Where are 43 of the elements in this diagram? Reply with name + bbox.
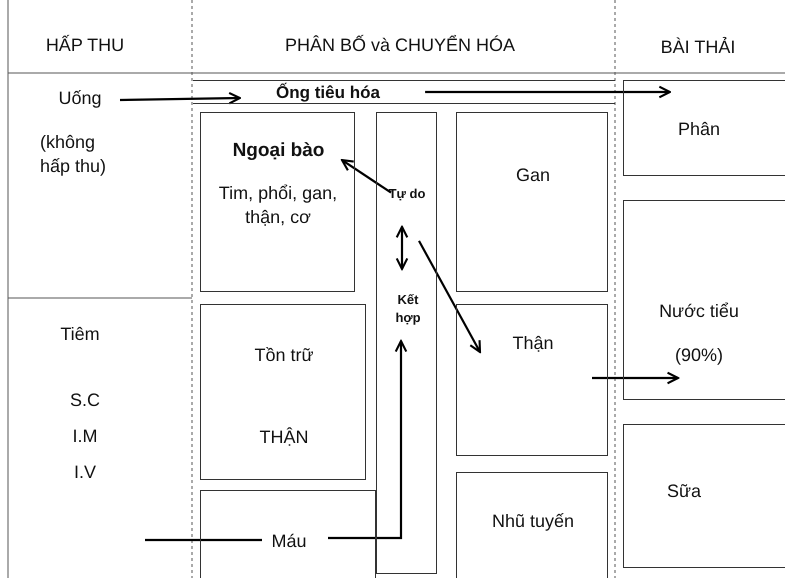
box-title: Phân [676,118,722,141]
arrow [418,240,482,354]
box-title: Thận [511,332,555,355]
column-header: PHÂN BỐ và CHUYỂN HÓA [284,34,516,57]
organ-box [456,472,608,578]
route-code: I.M [72,425,98,448]
route-label: Tiêm [59,323,101,346]
box-text: Tim, phổi, gan, thận, cơ [218,182,338,229]
organ-box [456,112,608,292]
compartment-box [200,490,376,578]
state-label: Tự do [387,185,427,223]
state-label: Kết hợp [385,291,431,329]
excretion-box [623,80,785,176]
arrow [592,372,680,384]
box-title: Máu [270,530,308,553]
compartment-box [200,112,355,292]
column-header: BÀI THẢI [660,36,736,59]
state-column [376,112,437,574]
route-label: Uống [40,86,120,114]
excretion-box [623,200,785,400]
arrow [340,159,392,194]
box-title: Ống tiêu hóa [275,82,381,104]
arrow [396,226,408,270]
box-text: THẬN [258,426,310,449]
connector-line [145,538,262,542]
box-title: Nước tiểu [658,300,740,323]
route-note: (không hấp thu) [40,131,108,178]
box-title: Tồn trữ [253,344,315,367]
organ-box [456,304,608,456]
excretion-box [623,424,785,568]
box-title: Sữa [666,480,702,503]
route-code: I.V [72,461,97,484]
compartment-band [193,80,615,104]
box-title: Gan [514,164,552,187]
box-title: Ngoại bào [232,139,326,163]
storage-box [200,304,366,480]
route-code: S.C [68,389,101,412]
box-title: Nhũ tuyến [490,510,576,533]
column-header: HẤP THU [44,34,126,57]
arrow [120,92,241,104]
box-text: (90%) [674,344,724,367]
arrow [328,340,408,540]
arrow [425,86,671,98]
